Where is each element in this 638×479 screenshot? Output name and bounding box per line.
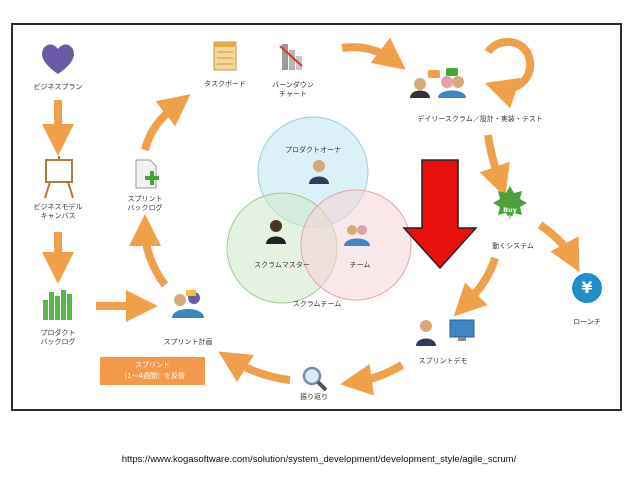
label-product-owner: プロダクトオーナ	[285, 146, 341, 154]
label-retrospective: 振り返り	[300, 393, 328, 401]
label-daily-scrum: デイリースクラム／設計・実装・テスト	[417, 115, 543, 123]
label-sprint-backlog: スプリント バックログ	[127, 195, 163, 212]
label-business-model-canvas: ビジネスモデル キャンバス	[33, 203, 83, 220]
label-scrum-master: スクラムマスター	[254, 261, 310, 269]
label-burndown-chart: バーンダウン チャート	[272, 81, 314, 98]
label-scrum-team: スクラムチーム	[292, 300, 342, 308]
sprint-badge: スプリント （1～4週間）を反復	[100, 357, 205, 385]
people-chat-icon	[410, 68, 466, 98]
presenter-icon	[416, 319, 475, 346]
notepad-icon	[213, 41, 237, 71]
label-sprint-demo: スプリントデモ	[418, 357, 468, 365]
source-url: https://www.kogasoftware.com/solution/sy…	[121, 454, 517, 465]
arrow-sprintbacklog-to-taskboard	[141, 94, 191, 152]
heart-icon	[42, 44, 74, 74]
arrow-system-to-demo	[453, 256, 499, 317]
burndown-icon	[279, 44, 303, 70]
arrow-system-to-launch	[537, 221, 580, 273]
document-plus-icon	[135, 159, 159, 189]
arrow-planning-to-sprintbacklog	[129, 214, 169, 288]
people-meeting-icon	[172, 290, 204, 318]
label-team: チーム	[349, 261, 371, 269]
yen-icon	[572, 273, 602, 303]
label-sprint-planning: スプリント計画	[163, 338, 213, 346]
magnifier-icon	[302, 366, 328, 392]
red-down-arrow	[402, 159, 478, 270]
sprint-badge-title: スプリント	[135, 361, 170, 369]
yen-symbol: ¥	[581, 278, 593, 297]
label-launch: ローンチ	[573, 318, 601, 326]
label-business-plan: ビジネスプラン	[33, 83, 83, 91]
arrow-daily-to-system	[479, 134, 510, 198]
easel-icon	[44, 156, 74, 199]
buy-now-icon	[493, 186, 527, 220]
label-working-system: 動くシステム	[492, 242, 534, 250]
buy-now-text: Buy Now	[502, 206, 518, 221]
sprint-badge-subtitle: （1～4週間）を反復	[120, 372, 185, 380]
arrow-burndown-to-daily	[341, 37, 406, 70]
arrow-demo-to-retro	[340, 361, 405, 396]
label-task-board: タスクボード	[204, 80, 246, 88]
bar-chart-icon	[43, 290, 72, 320]
arrow-retro-to-planning	[218, 351, 291, 384]
cycle-arrow-icon	[484, 37, 535, 109]
person-icon	[266, 160, 370, 246]
label-product-backlog: プロダクト バックログ	[40, 329, 76, 346]
